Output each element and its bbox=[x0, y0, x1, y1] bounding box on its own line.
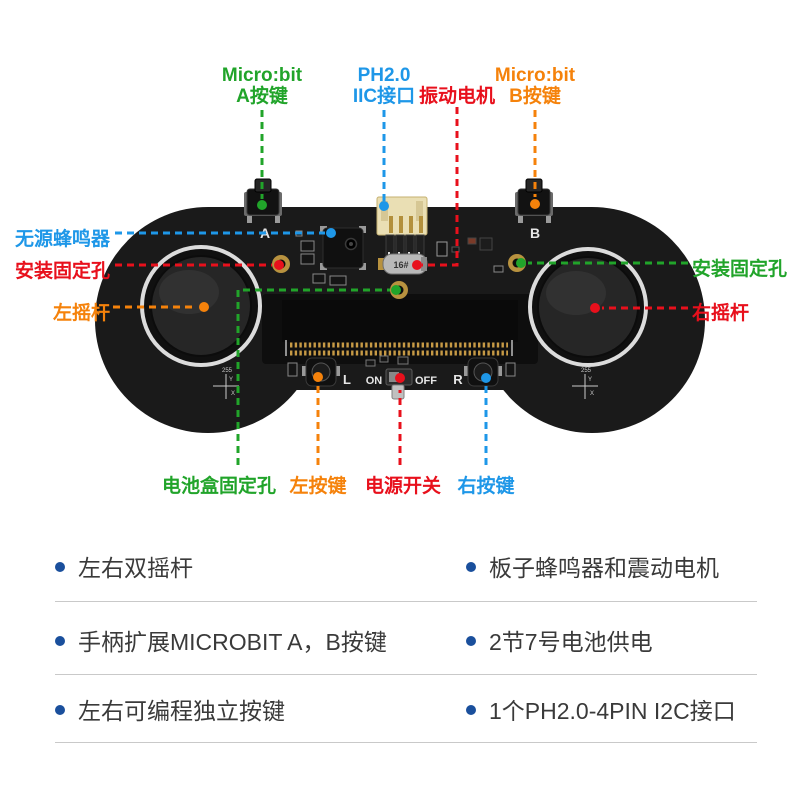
ph20-connector bbox=[376, 196, 428, 262]
silkscreen-off: OFF bbox=[415, 375, 437, 387]
bullet-icon bbox=[55, 636, 65, 646]
divider bbox=[55, 601, 757, 602]
callout-passive-buzzer: 无源蜂鸣器 bbox=[14, 229, 110, 250]
feature-row-1: 左右双摇杆 板子蜂鸣器和震动电机 bbox=[55, 544, 757, 588]
feature-item: 左右可编程独立按键 bbox=[55, 692, 466, 726]
silkscreen-l: L bbox=[343, 372, 351, 387]
bullet-icon bbox=[55, 562, 65, 572]
divider bbox=[55, 742, 757, 743]
svg-text:X: X bbox=[231, 391, 235, 397]
callout-left-joystick: 左摇杆 bbox=[52, 303, 110, 324]
bullet-icon bbox=[466, 636, 476, 646]
callout-mounting-hole-right: 安装固定孔 bbox=[692, 259, 788, 280]
svg-text:X: X bbox=[590, 391, 594, 397]
gamepad-diagram: 16# bbox=[95, 107, 705, 465]
callout-right-button: 右按键 bbox=[457, 476, 515, 497]
svg-text:Y: Y bbox=[588, 377, 592, 383]
feature-item: 1个PH2.0-4PIN I2C接口 bbox=[466, 692, 736, 726]
feature-item: 2节7号电池供电 bbox=[466, 623, 653, 657]
divider bbox=[55, 674, 757, 675]
svg-text:255: 255 bbox=[222, 368, 233, 374]
feature-item: 左右双摇杆 bbox=[55, 549, 466, 583]
feature-item: 板子蜂鸣器和震动电机 bbox=[466, 549, 719, 583]
feature-row-3: 左右可编程独立按键 1个PH2.0-4PIN I2C接口 bbox=[55, 687, 757, 731]
callout-battery-box-hole: 电池盒固定孔 bbox=[161, 476, 276, 497]
line-battery-hole bbox=[236, 288, 390, 465]
svg-text:Y: Y bbox=[229, 377, 233, 383]
silkscreen-b: B bbox=[530, 225, 540, 241]
line-vibration-motor bbox=[422, 107, 459, 267]
l-button bbox=[302, 357, 340, 387]
callout-ph20-iic-port: PH2.0 IIC接口 bbox=[352, 65, 416, 107]
motor-marking: 16# bbox=[393, 260, 408, 270]
bullet-icon bbox=[55, 705, 65, 715]
bullet-icon bbox=[466, 705, 476, 715]
callout-left-button: 左按键 bbox=[289, 476, 347, 497]
feature-row-2: 手柄扩展MICROBIT A，B按键 2节7号电池供电 bbox=[55, 618, 757, 662]
callout-vibration-motor: 振动电机 bbox=[418, 86, 495, 107]
callout-right-joystick: 右摇杆 bbox=[692, 303, 750, 324]
callout-microbit-b-button: Micro:bit B按键 bbox=[494, 65, 576, 107]
smd-components bbox=[287, 230, 516, 377]
callout-power-switch: 电源开关 bbox=[364, 476, 441, 497]
silkscreen-on: ON bbox=[366, 375, 383, 387]
callout-microbit-a-button: Micro:bit A按键 bbox=[221, 65, 303, 107]
bullet-icon bbox=[466, 562, 476, 572]
silkscreen-r: R bbox=[453, 372, 463, 387]
buzzer bbox=[320, 226, 366, 270]
callout-mounting-hole-left: 安装固定孔 bbox=[14, 261, 110, 282]
svg-text:255: 255 bbox=[581, 368, 592, 374]
callout-lines bbox=[113, 107, 688, 465]
crosshair-left: 255 Y X bbox=[213, 368, 239, 399]
right-joystick bbox=[528, 247, 648, 367]
feature-item: 手柄扩展MICROBIT A，B按键 bbox=[55, 623, 466, 657]
callout-dots bbox=[199, 199, 600, 383]
edge-connector-pins bbox=[285, 340, 513, 356]
crosshair-right: 255 Y X bbox=[572, 368, 598, 399]
